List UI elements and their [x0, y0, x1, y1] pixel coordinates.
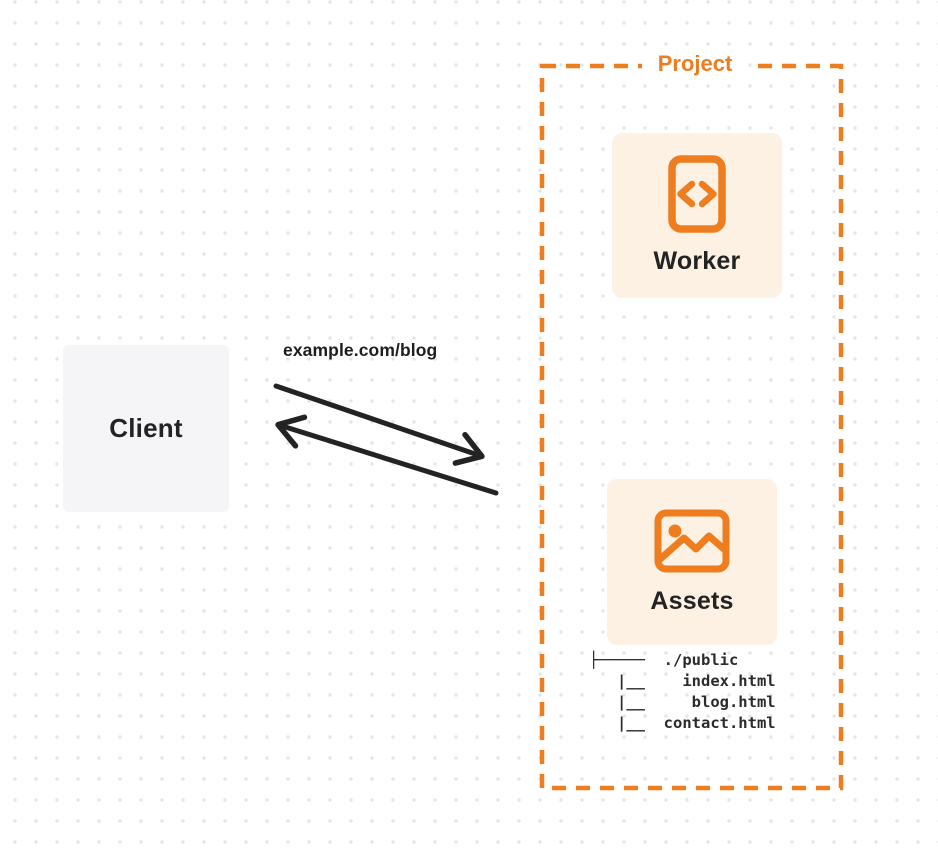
worker-node: Worker	[612, 133, 782, 298]
response-arrow	[275, 414, 499, 496]
request-arrow	[273, 383, 485, 466]
assets-label: Assets	[650, 586, 734, 615]
assets-file-tree: ├───── ./public |__ index.html |__ blog.…	[589, 651, 776, 732]
assets-node: Assets	[607, 479, 777, 645]
project-label: Project	[642, 50, 748, 78]
image-icon	[654, 509, 730, 572]
client-node: Client	[63, 345, 229, 512]
request-url-label: example.com/blog	[283, 340, 438, 360]
worker-label: Worker	[653, 247, 741, 275]
code-file-icon	[668, 155, 726, 233]
client-label: Client	[109, 413, 183, 443]
